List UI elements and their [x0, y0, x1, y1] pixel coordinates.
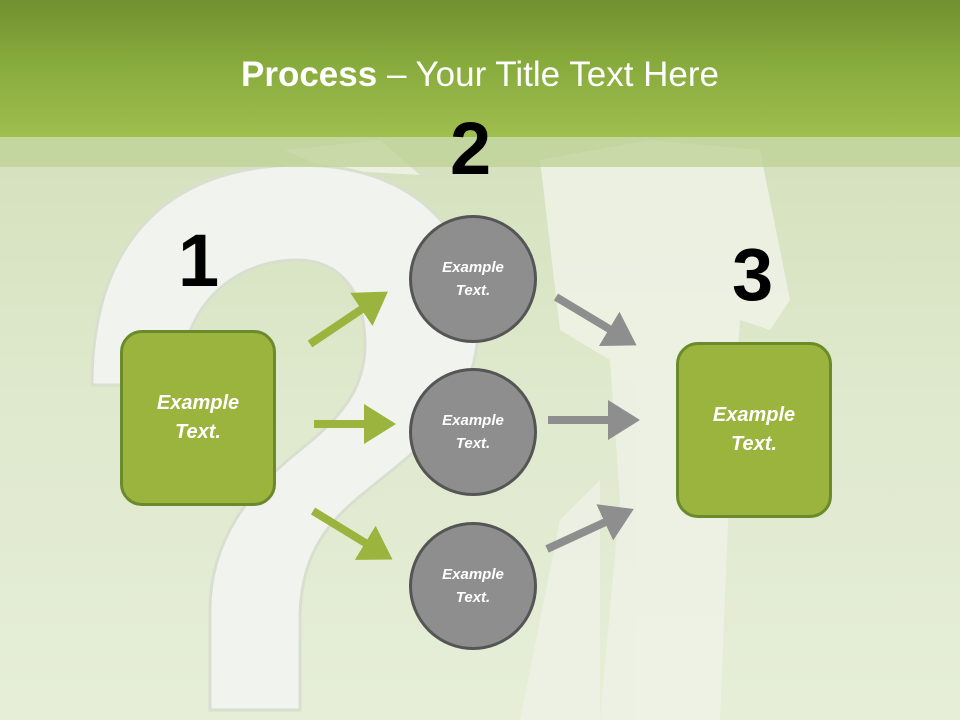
- step-number-1: 1: [178, 219, 220, 302]
- process-circle-1: Example Text.: [409, 215, 537, 343]
- page-title: Process – Your Title Text Here: [0, 52, 960, 98]
- process-circle-2: Example Text.: [409, 368, 537, 496]
- arrow-icon: [310, 507, 393, 560]
- step-number-2: 2: [450, 107, 492, 190]
- left-process-box: Example Text.: [120, 330, 276, 506]
- header-band: [0, 137, 960, 167]
- arrow-icon: [545, 504, 634, 553]
- arrow-icon: [307, 291, 388, 348]
- right-process-box: Example Text.: [676, 342, 832, 518]
- header-bar: [0, 0, 960, 137]
- process-circle-3: Example Text.: [409, 522, 537, 650]
- title-bold: Process: [241, 55, 378, 94]
- title-rest: – Your Title Text Here: [377, 55, 719, 94]
- step-number-3: 3: [732, 233, 774, 316]
- arrow-icon: [553, 293, 637, 347]
